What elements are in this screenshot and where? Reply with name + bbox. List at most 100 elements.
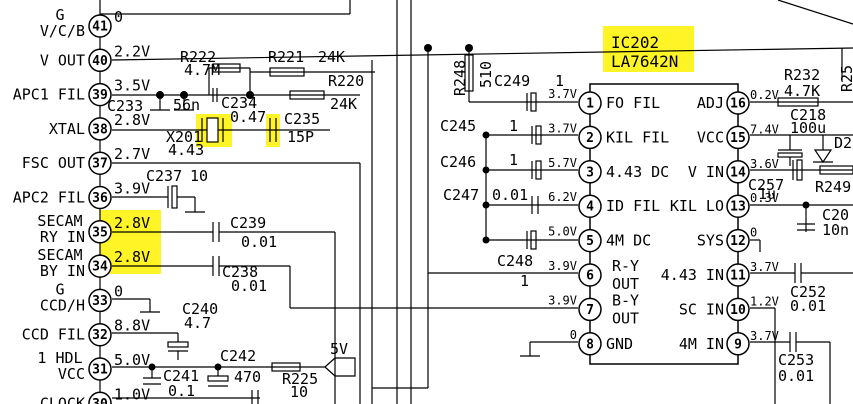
c240-ref: C240 (182, 300, 218, 318)
c241-value: 0.1 (168, 382, 195, 400)
highlight-ic-label (603, 26, 694, 72)
connector-pin-number: 39 (92, 88, 108, 103)
c238-value: 0.01 (231, 277, 267, 295)
c245-ref: C245 (440, 117, 476, 135)
junction (482, 131, 490, 139)
ic-ref: IC202 (611, 33, 659, 52)
resistor-r248 (464, 54, 474, 92)
ic-pin-number: 9 (734, 337, 742, 352)
junction (482, 236, 490, 244)
ic-pin-name: 4M IN (679, 335, 724, 353)
connector-pin-number: 34 (92, 260, 108, 275)
r225-ref: R225 (282, 370, 318, 388)
x201-ref: X201 (166, 128, 202, 146)
connector-pin-35 (88, 220, 112, 244)
connector-pin-number: 32 (92, 328, 108, 343)
c252-ref: C252 (790, 283, 826, 301)
connector-pin-31 (88, 357, 112, 381)
connector-pin-40 (88, 48, 112, 73)
connector-pin-name: APC1 FIL (13, 86, 85, 104)
c241-ref: C241 (163, 367, 199, 385)
c248-value: 1 (520, 272, 529, 290)
ic-pin-voltage: 3.9V (548, 259, 577, 273)
ic-pin-voltage: 5.0V (548, 225, 577, 239)
resistor-r220 (289, 90, 325, 100)
c253-value: 0.01 (778, 367, 814, 385)
capacitor-plate (535, 160, 542, 180)
c246-ref: C246 (440, 153, 476, 171)
c239-value: 0.01 (241, 233, 277, 251)
connector-pin-name: V/C/B (40, 22, 85, 40)
c20-value: 10n (822, 221, 849, 239)
c233-value: 56n (173, 96, 200, 114)
ic-pin-6 (578, 263, 602, 287)
r25-ref: R25 (838, 65, 853, 92)
connector-pin-38 (88, 117, 112, 141)
supply-5v (300, 357, 356, 377)
ic-pin-voltage: 3.7V (548, 87, 577, 101)
c238-ref: C238 (222, 263, 258, 281)
r248-ref: R248 (451, 60, 469, 96)
ic-pin-number: 8 (586, 337, 594, 352)
ic-pin-1 (578, 91, 602, 115)
c235-value: 15P (287, 128, 314, 146)
ic-pin-number: 2 (586, 131, 594, 146)
c257-ref: C257 (748, 176, 784, 194)
connector-pin-voltage: 2.8V (114, 248, 150, 266)
connector-pin-name: SECAM (37, 246, 82, 264)
connector-pin-number: 33 (92, 294, 108, 309)
connector-pin-name: SECAM (37, 212, 82, 230)
connector-pin-name: FSC OUT (22, 154, 85, 172)
connector-pin-name: CCD FIL (22, 326, 85, 344)
wire (777, 0, 853, 25)
junction (482, 201, 490, 209)
ic202-body (589, 83, 739, 365)
capacitor-c237-plate (171, 185, 178, 209)
connector-pin-number: 37 (92, 157, 108, 172)
connector-pin-name: CLOCK (40, 394, 85, 404)
c246-value: 1 (509, 151, 518, 169)
connector-pin-39 (88, 82, 112, 107)
connector-pin-number: 35 (92, 225, 108, 240)
ic-pin-9 (726, 332, 750, 356)
d2-ref: D2 (834, 134, 852, 152)
ic-pin-name: R-Y (612, 257, 639, 275)
c218-ref: C218 (790, 106, 826, 124)
c239-ref: C239 (230, 214, 266, 232)
ic-pin-number: 4 (586, 200, 594, 215)
ic-pin-voltage: 0.3V (750, 191, 779, 205)
ic-pin-13 (726, 194, 750, 218)
ic-pin-name: KIL FIL (606, 128, 669, 146)
diode-d2 (813, 149, 833, 164)
connector-pin-30 (88, 391, 112, 404)
r232-ref: R232 (784, 66, 820, 84)
connector-pin-voltage: 0 (114, 282, 123, 300)
c253-ref: C253 (778, 351, 814, 369)
ic-pin-16 (726, 91, 750, 115)
ic-pin-voltage: 0 (750, 226, 757, 240)
ic-pin-name: 4.43 DC (606, 163, 669, 181)
r248-value: 510 (477, 61, 495, 88)
x201-value: 4.43 (168, 141, 204, 159)
ic-pin-name: FO FIL (606, 94, 660, 112)
connector-pin-number: 36 (92, 191, 108, 206)
connector-pin-name: CCD/H (40, 296, 85, 314)
connector-pin-voltage: 1.0V (114, 385, 150, 403)
ic-pin-voltage: 0.2V (750, 88, 779, 102)
connector-pin-voltage: 2.2V (114, 42, 150, 60)
ic-pin-14 (726, 160, 750, 184)
ic-pin-number: 1 (586, 97, 594, 112)
connector-pin-number: 38 (92, 122, 108, 137)
connector-pin-voltage: 3.9V (114, 180, 150, 198)
r220-value: 24K (330, 95, 357, 113)
capacitor-c242 (207, 375, 229, 382)
connector-pin-37 (88, 151, 112, 175)
ic-pin-name: SC IN (679, 300, 724, 318)
connector-pin-number: 41 (92, 20, 108, 35)
r220-ref: R220 (328, 72, 364, 90)
ic-pin-number: 15 (730, 131, 746, 146)
ic-pin-name: SYS (697, 232, 724, 250)
c235-ref: C235 (284, 110, 320, 128)
